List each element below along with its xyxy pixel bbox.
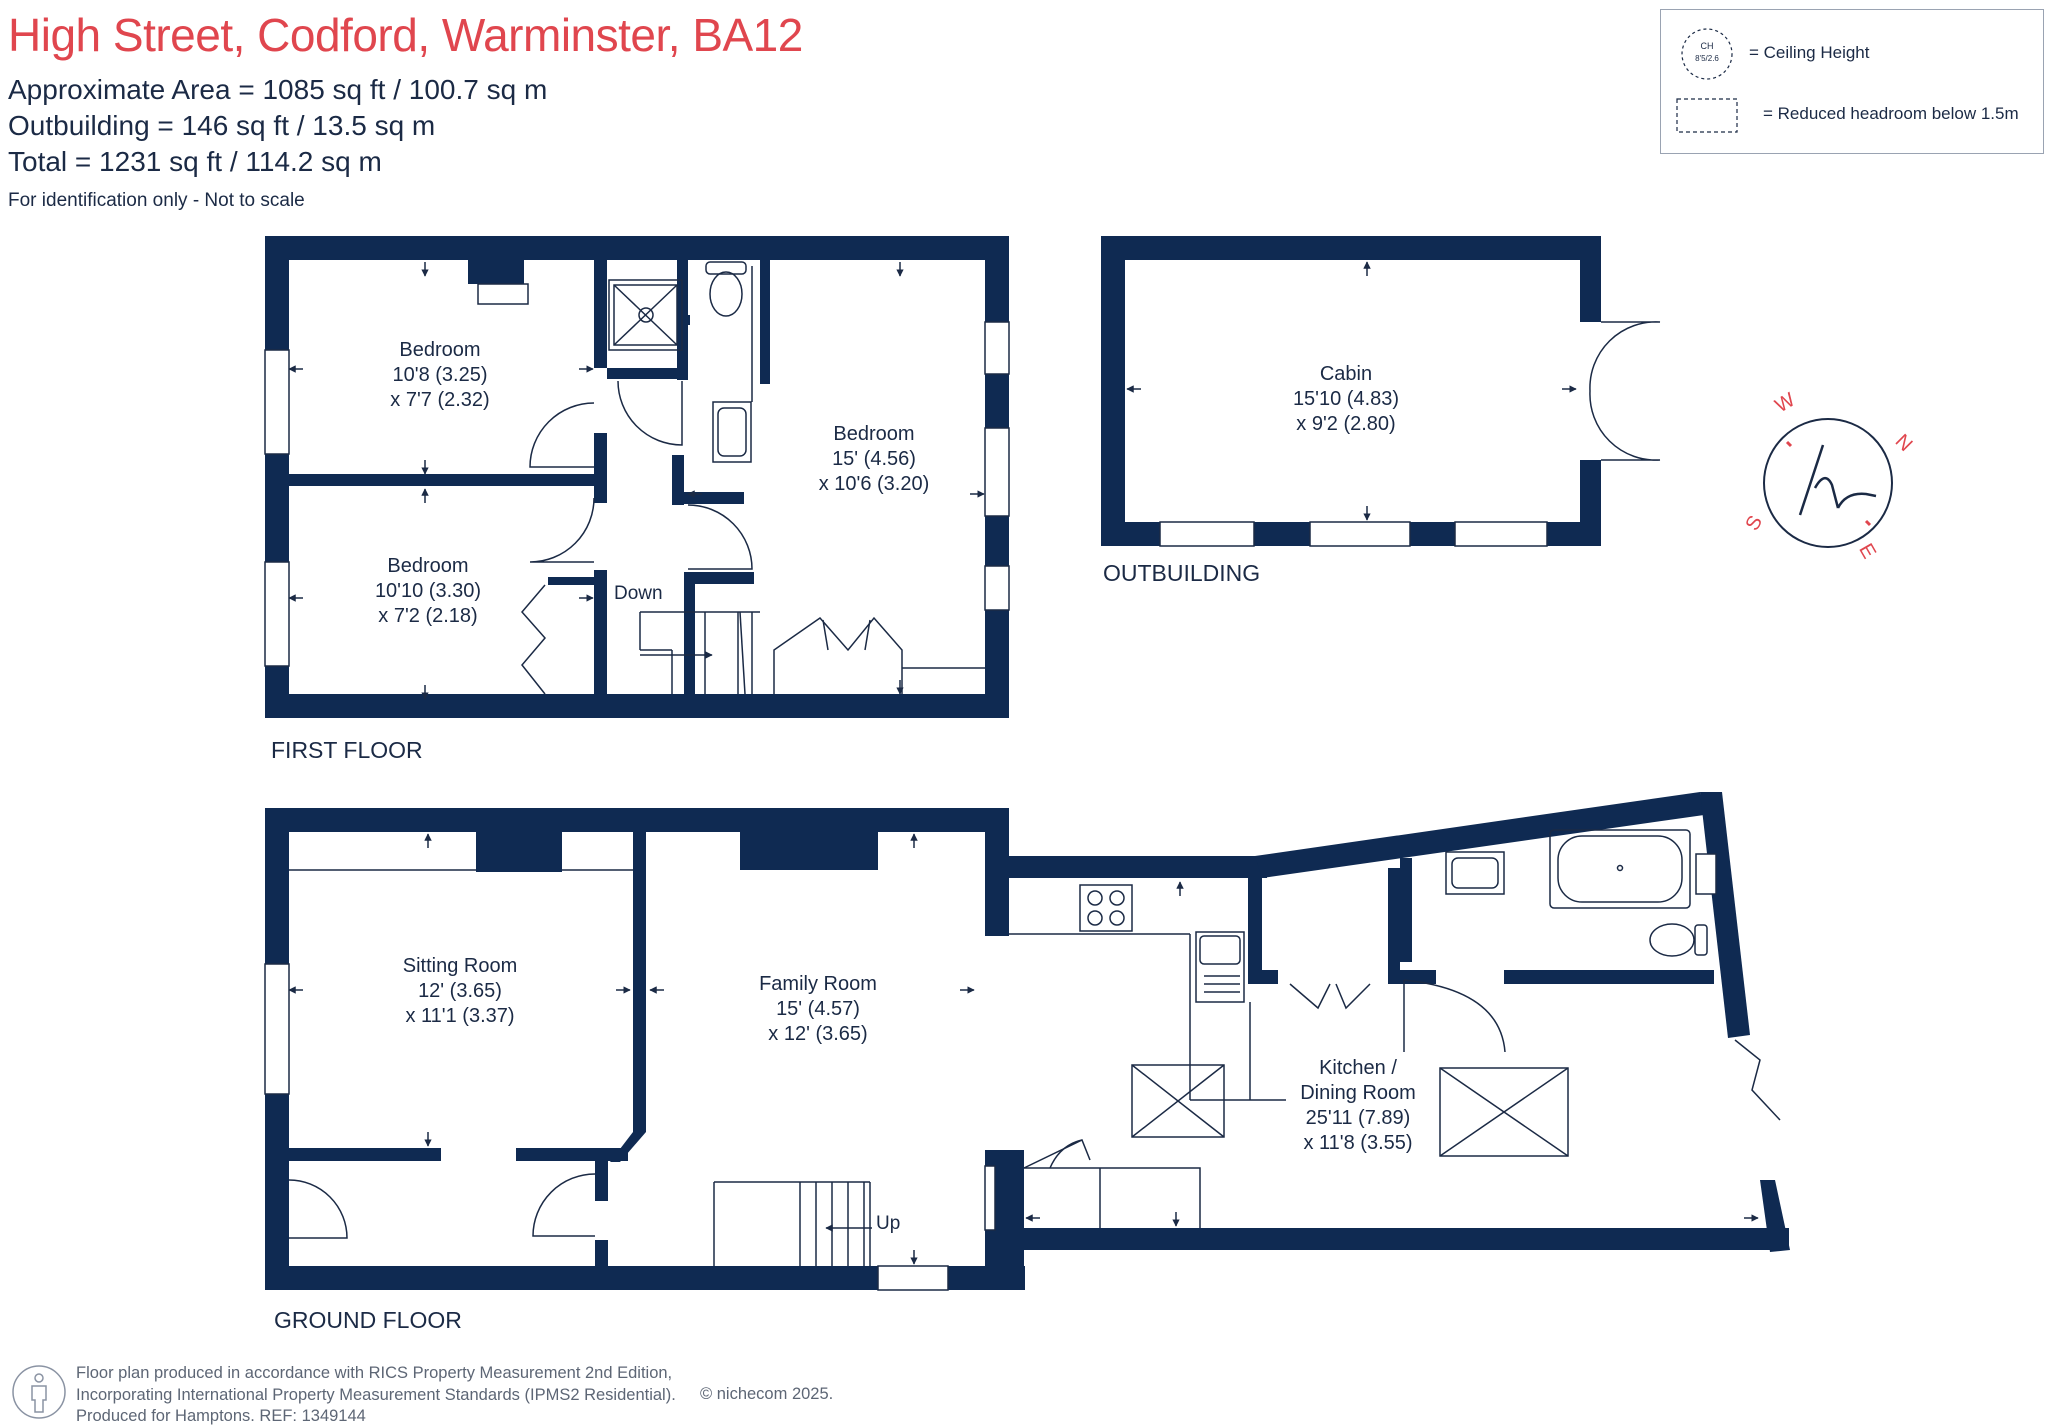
- room-label-bedroom-2: Bedroom 10'10 (3.30) x 7'2 (2.18): [328, 554, 528, 629]
- room-name: Kitchen /: [1319, 1057, 1397, 1079]
- room-name: Bedroom: [387, 555, 469, 577]
- outbuilding-area: Outbuilding = 146 sq ft / 13.5 sq m: [8, 110, 436, 141]
- ground-floor: [265, 792, 1790, 1290]
- legend-box: CH 8'5/2.6 = Ceiling Height = Reduced he…: [1660, 9, 2044, 154]
- room-dimension-1: 15' (4.57): [776, 998, 860, 1020]
- footer-text: Floor plan produced in accordance with R…: [76, 1363, 676, 1428]
- room-dimension-1: 25'11 (7.89): [1305, 1107, 1411, 1129]
- outbuilding-arrows: [1126, 261, 1577, 521]
- reduced-headroom-label: = Reduced headroom below 1.5m: [1763, 104, 2019, 123]
- footer-line-1: Floor plan produced in accordance with R…: [76, 1364, 673, 1382]
- room-name: Sitting Room: [402, 955, 518, 977]
- room-dimension-1: 15'10 (4.83): [1292, 388, 1400, 410]
- footer-line-3: Produced for Hamptons. REF: 1349144: [76, 1407, 366, 1425]
- room-label-kitchen-dining: Kitchen / Dining Room 25'11 (7.89) x 11'…: [1258, 1056, 1458, 1156]
- room-dimension-2: x 10'6 (3.20): [818, 473, 930, 495]
- room-label-bedroom-3: Bedroom 15' (4.56) x 10'6 (3.20): [774, 422, 974, 497]
- ground-floor-label: GROUND FLOOR: [274, 1307, 462, 1333]
- scale-note: For identification only - Not to scale: [8, 190, 305, 211]
- first-floor-label: FIRST FLOOR: [271, 737, 423, 763]
- ceiling-height-label: = Ceiling Height: [1749, 43, 1870, 62]
- room-dimension-2: x 11'8 (3.55): [1303, 1132, 1413, 1154]
- compass-tick-marks: [1785, 440, 1872, 527]
- footer-line-2: Incorporating International Property Mea…: [76, 1385, 676, 1404]
- room-dimension-2: x 11'1 (3.37): [405, 1005, 515, 1027]
- page-title: High Street, Codford, Warminster, BA12: [8, 9, 803, 61]
- room-label-cabin: Cabin 15'10 (4.83) x 9'2 (2.80): [1246, 362, 1446, 437]
- room-name: Bedroom: [399, 339, 481, 361]
- room-dimension-1: 12' (3.65): [418, 980, 502, 1002]
- room-name: Family Room: [759, 973, 877, 995]
- room-name-2: Dining Room: [1300, 1082, 1416, 1104]
- stairs-down-label: Down: [614, 583, 663, 604]
- outbuilding-label: OUTBUILDING: [1103, 560, 1261, 586]
- room-name: Cabin: [1319, 363, 1373, 385]
- ground-floor-arrows: [288, 833, 1759, 1265]
- outbuilding-fixtures: [1159, 321, 1661, 547]
- room-dimension-2: x 7'2 (2.18): [378, 605, 478, 627]
- ceiling-symbol-bottom: 8'5/2.6: [1695, 54, 1719, 63]
- reduced-headroom-icon: [1676, 98, 1738, 133]
- total-area: Total = 1231 sq ft / 114.2 sq m: [8, 146, 382, 177]
- first-floor-arrows: [288, 262, 985, 700]
- room-label-sitting-room: Sitting Room 12' (3.65) x 11'1 (3.37): [360, 954, 560, 1029]
- room-dimension-2: x 9'2 (2.80): [1296, 413, 1396, 435]
- room-dimension-1: 10'8 (3.25): [392, 364, 488, 386]
- room-dimension-2: x 12' (3.65): [768, 1023, 868, 1045]
- ceiling-height-icon: [1681, 28, 1733, 80]
- first-floor-fixtures: [264, 261, 1010, 695]
- room-dimension-1: 15' (4.56): [832, 448, 916, 470]
- room-label-bedroom-1: Bedroom 10'8 (3.25) x 7'7 (2.32): [340, 338, 540, 413]
- person-scale-icon: [12, 1365, 66, 1419]
- room-dimension-2: x 7'7 (2.32): [390, 389, 490, 411]
- room-label-family-room: Family Room 15' (4.57) x 12' (3.65): [718, 972, 918, 1047]
- approximate-area: Approximate Area = 1085 sq ft / 100.7 sq…: [8, 74, 548, 105]
- ceiling-symbol-top: CH: [1700, 41, 1714, 51]
- stairs-up-label: Up: [876, 1213, 901, 1234]
- copyright: © nichecom 2025.: [700, 1385, 834, 1403]
- room-name: Bedroom: [833, 423, 915, 445]
- ground-floor-fixtures: [264, 829, 1781, 1291]
- room-dimension-1: 10'10 (3.30): [374, 580, 482, 602]
- compass-rose: [1763, 418, 1893, 548]
